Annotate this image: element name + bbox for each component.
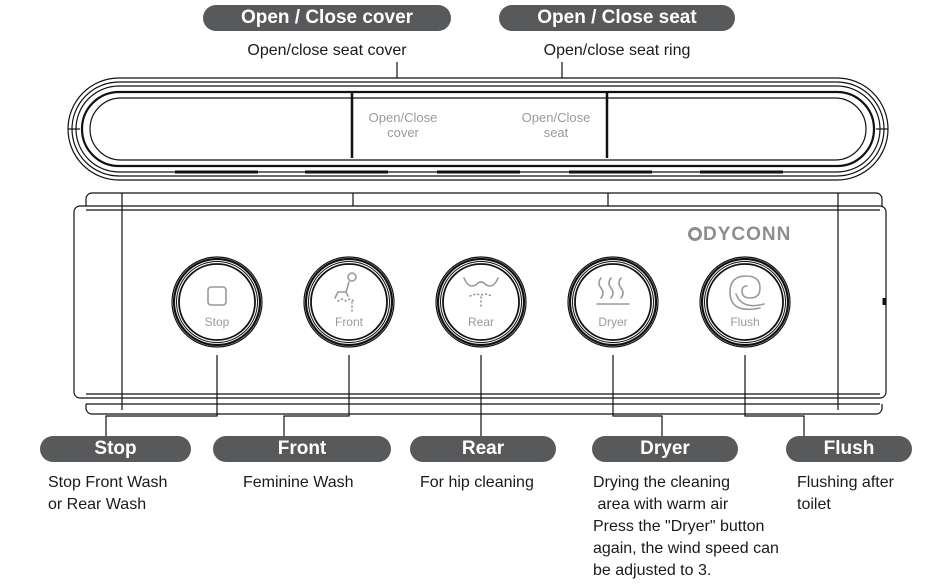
callout-pill-open-close-seat: Open / Close seat xyxy=(499,5,735,31)
callout-pill-front: Front xyxy=(213,436,391,462)
front-wash-person-icon xyxy=(334,272,357,313)
button-ring-rear xyxy=(442,263,520,341)
top-panel-outline xyxy=(67,77,889,181)
panel-label-cover-line2: cover xyxy=(387,125,419,140)
stop-button-label: Stop xyxy=(204,315,230,329)
callout-desc-stop: Stop Front Wash or Rear Wash xyxy=(48,474,168,513)
callout-pill-open-close-cover: Open / Close cover xyxy=(203,5,451,31)
flush-button-label: Flush xyxy=(730,315,760,329)
rear-button[interactable] xyxy=(437,258,525,346)
open-close-seat-button[interactable]: Open/Close seat xyxy=(506,110,606,140)
callout-desc-open-close-seat: Open/close seat ring xyxy=(543,42,691,59)
button-ring-front xyxy=(310,263,388,341)
button-ring-stop xyxy=(178,263,256,341)
front-button-label: Front xyxy=(334,315,363,329)
button-ring-rear xyxy=(436,257,526,347)
button-ring-flush xyxy=(700,257,790,347)
front-button[interactable] xyxy=(305,258,393,346)
button-ring-dryer xyxy=(567,256,659,348)
flush-button[interactable] xyxy=(701,258,789,346)
button-ring-dryer xyxy=(572,261,654,343)
callout-desc-open-close-cover: Open/close seat cover xyxy=(247,42,407,59)
brand-logo: DYCONN xyxy=(688,224,791,246)
button-ring-stop xyxy=(176,261,258,343)
callout-pill-rear: Rear xyxy=(410,436,556,462)
callout-desc-dryer: Drying the cleaning area with warm air P… xyxy=(593,474,779,579)
flush-swirl-icon xyxy=(729,275,765,311)
dryer-button[interactable] xyxy=(569,258,657,346)
button-ring-front xyxy=(303,256,395,348)
button-ring-front xyxy=(308,261,390,343)
dyconn-logo-icon xyxy=(688,227,702,241)
dryer-heat-waves-icon xyxy=(596,277,630,305)
callout-desc-flush: Flushing after toilet xyxy=(797,474,894,513)
button-ring-rear xyxy=(440,261,522,343)
button-ring-dryer xyxy=(568,257,658,347)
button-ring-front xyxy=(304,257,394,347)
button-ring-stop xyxy=(172,257,262,347)
rear-wash-icon xyxy=(463,277,499,309)
panel-label-cover-line1: Open/Close xyxy=(368,110,438,125)
panel-label-seat-line1: Open/Close xyxy=(521,110,591,125)
callout-pill-stop: Stop xyxy=(40,436,191,462)
callout-pill-flush: Flush xyxy=(786,436,912,462)
button-ring-flush xyxy=(706,263,784,341)
callout-pill-dryer: Dryer xyxy=(592,436,738,462)
callout-desc-rear: For hip cleaning xyxy=(420,474,534,491)
rear-button-label: Rear xyxy=(467,315,494,329)
button-ring-flush xyxy=(699,256,791,348)
panel-label-seat-line2: seat xyxy=(543,125,569,140)
stop-square-icon xyxy=(207,286,227,306)
dryer-button-label: Dryer xyxy=(598,315,628,329)
open-close-cover-button[interactable]: Open/Close cover xyxy=(353,110,453,140)
button-ring-rear xyxy=(435,256,527,348)
stop-button[interactable] xyxy=(174,258,262,346)
callout-desc-front: Feminine Wash xyxy=(243,474,354,491)
main-body-outline xyxy=(73,205,887,399)
button-ring-stop xyxy=(171,256,263,348)
brand-name: DYCONN xyxy=(703,224,792,245)
button-ring-flush xyxy=(704,261,786,343)
button-ring-dryer xyxy=(574,263,652,341)
